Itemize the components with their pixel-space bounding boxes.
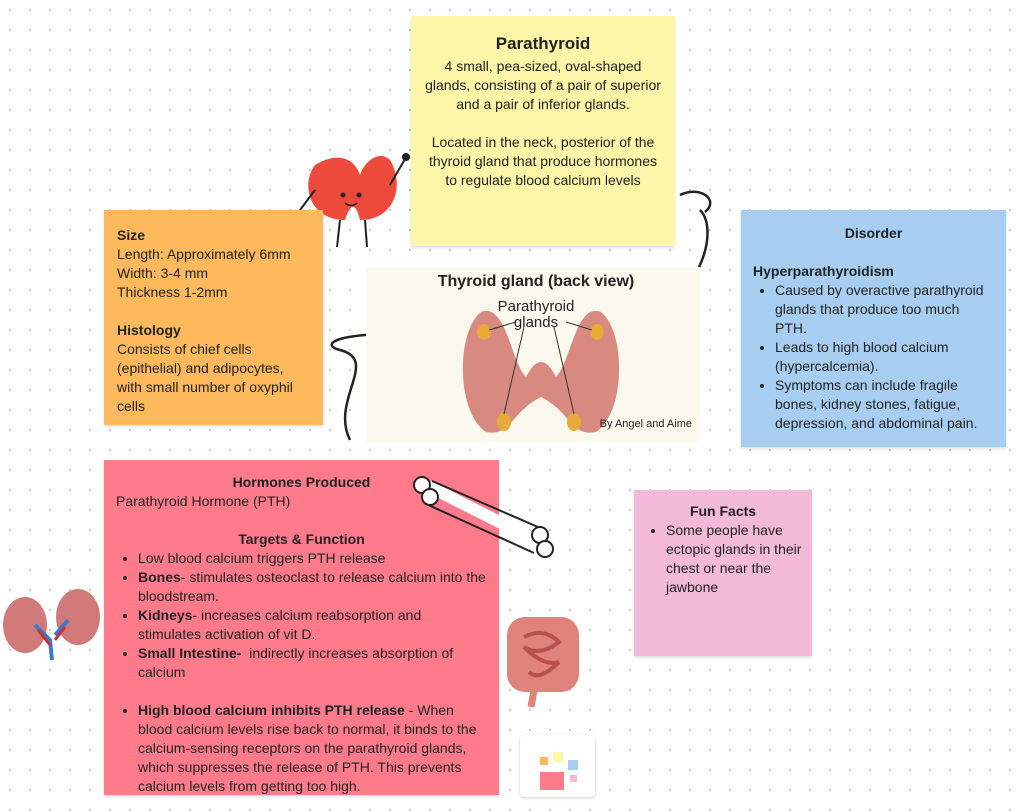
hormones-note: Hormones Produced Parathyroid Hormone (P… [104, 460, 499, 795]
disorder-name: Hyperparathyroidism [753, 263, 894, 279]
image-credit: By Angel and Aime [599, 418, 692, 430]
hormone-name: Parathyroid Hormone (PTH) [116, 493, 291, 509]
fun-facts-title: Fun Facts [689, 503, 757, 519]
size-width: Width: 3-4 mm [117, 265, 209, 281]
disorder-item: Caused by overactive parathyroid glands … [775, 281, 994, 338]
thyroid-image: Thyroid gland (back view) Parathyroid gl… [366, 267, 700, 442]
image-title: Thyroid gland (back view) [437, 273, 635, 290]
thyroid-illustration [462, 310, 620, 433]
parathyroid-description: 4 small, pea-sized, oval-shaped glands, … [425, 58, 661, 112]
target-item: Kidneys- increases calcium reabsorption … [138, 606, 487, 644]
minimap-thumbnail[interactable] [520, 735, 595, 797]
targets-title: Targets & Function [238, 531, 365, 547]
histology-text: Consists of chief cells (epithelial) and… [117, 341, 293, 414]
parathyroid-title: Parathyroid [495, 34, 591, 53]
disorder-item: Symptoms can include fragile bones, kidn… [775, 376, 994, 433]
disorder-note: Disorder Hyperparathyroidism Caused by o… [741, 210, 1006, 447]
intestine-icon [507, 617, 579, 708]
histology-title: Histology [117, 322, 181, 338]
hormones-title: Hormones Produced [232, 474, 371, 490]
size-title: Size [117, 227, 146, 243]
parathyroid-location: Located in the neck, posterior of the th… [428, 134, 658, 188]
parathyroid-label: Parathyroid glands [497, 298, 575, 331]
fun-fact-item: Some people have ectopic glands in their… [666, 521, 802, 597]
disorder-title: Disorder [844, 225, 903, 241]
target-item: Bones- stimulates osteoclast to release … [138, 568, 487, 606]
inhibit-item: High blood calcium inhibits PTH release … [138, 701, 487, 796]
target-item: Low blood calcium triggers PTH release [138, 549, 487, 568]
disorder-item: Leads to high blood calcium (hypercalcem… [775, 338, 994, 376]
bone-icon [413, 476, 554, 558]
target-item: Small Intestine- indirectly increases ab… [138, 644, 487, 682]
kidneys-icon [3, 589, 100, 661]
size-thickness: Thickness 1-2mm [117, 284, 228, 300]
fun-facts-note: Fun Facts Some people have ectopic gland… [634, 490, 812, 656]
size-length: Length: Approximately 6mm [117, 246, 291, 262]
size-note: Size Length: Approximately 6mm Width: 3-… [104, 210, 323, 425]
parathyroid-note: Parathyroid 4 small, pea-sized, oval-sha… [411, 16, 675, 246]
